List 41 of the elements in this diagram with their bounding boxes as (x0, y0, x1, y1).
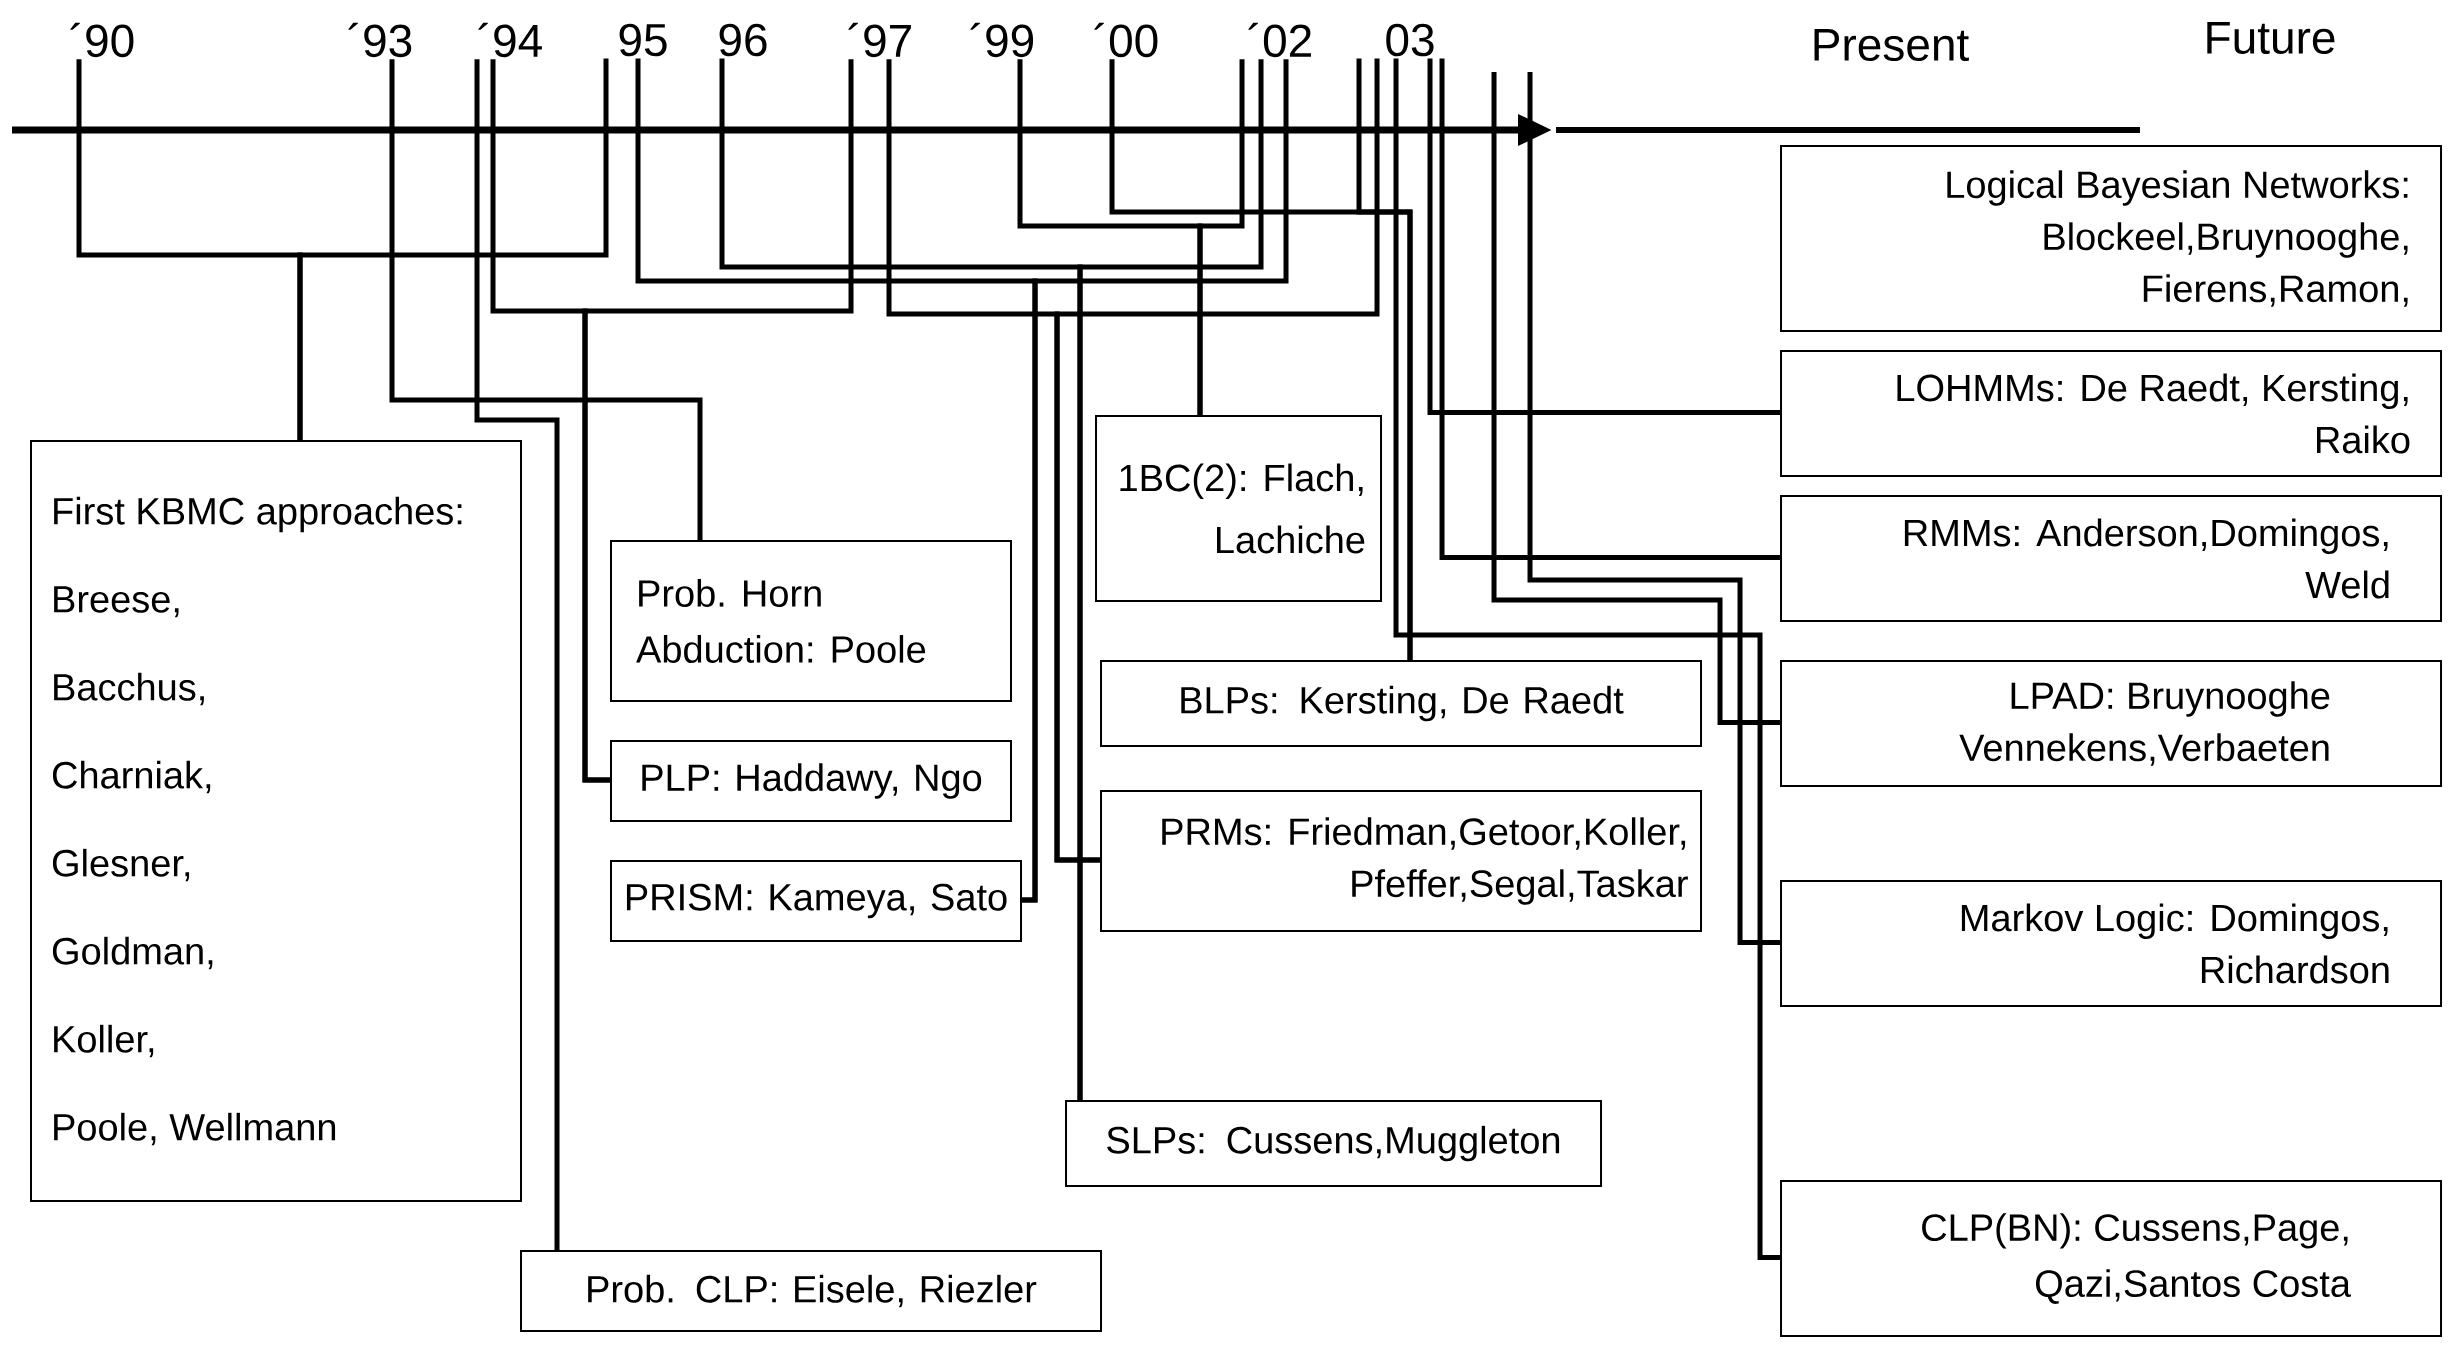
text-box: LPAD: Bruynooghe Vennekens,Verbaeten (1780, 660, 2443, 787)
year-label: ´93 (348, 22, 412, 58)
connector-line (1197, 59, 1245, 415)
connector-line (1527, 72, 1780, 945)
text-box: 1BC(2): Flach, Lachiche (1095, 415, 1382, 602)
text-box: First KBMC approaches: Breese, Bacchus, Charniak, Glesner, Goldman, Koller, Poole, Wellmann (30, 440, 522, 1202)
time-label: Present (1814, 28, 1969, 62)
year-label: ´00 (1094, 22, 1158, 58)
connector-line (1022, 59, 1289, 903)
connector-line (1393, 58, 1780, 1260)
text-box: PRMs: Friedman,Getoor,Koller, Pfeffer,Segal,Taskar (1100, 790, 1702, 932)
text-box: PLP: Haddawy, Ngo (610, 740, 1012, 822)
text-box: SLPs: Cussens,Muggleton (1065, 1100, 1602, 1187)
connector-line (1491, 72, 1780, 725)
year-label: ´97 (848, 22, 911, 58)
text-box: Prob. CLP: Eisele, Riezler (520, 1250, 1102, 1332)
text-box: Prob. Horn Abduction: Poole (610, 540, 1012, 702)
text-box: PRISM: Kameya, Sato (610, 860, 1022, 942)
year-label: 03 (1386, 23, 1434, 57)
connector-line (1439, 58, 1780, 560)
text-box: LOHMMs: De Raedt, Kersting, Raiko (1780, 350, 2443, 477)
connector-line (1077, 59, 1264, 1100)
year-label: ´99 (970, 22, 1034, 58)
connector-line (1356, 58, 1413, 660)
text-box: RMMs: Anderson,Domingos, Weld (1780, 495, 2443, 622)
text-box: Logical Bayesian Networks: Blockeel,Bruynooghe, Fierens,Ramon, (1780, 145, 2443, 332)
connector-line (1427, 58, 1780, 415)
connector-line (582, 59, 854, 783)
year-label: ´94 (478, 22, 542, 58)
text-box: BLPs: Kersting, De Raedt (1100, 660, 1702, 747)
connector-line (474, 59, 560, 1250)
connector-line (389, 59, 703, 540)
year-label: ´90 (70, 22, 134, 58)
time-label: Future (2207, 21, 2335, 55)
connector-line (297, 58, 609, 440)
year-label: ´02 (1248, 22, 1311, 58)
text-box: CLP(BN): Cussens,Page, Qazi,Santos Costa (1780, 1180, 2443, 1337)
year-label: 95 (619, 23, 667, 57)
text-box: Markov Logic: Domingos, Richardson (1780, 880, 2443, 1007)
connector-line (1054, 58, 1380, 863)
year-label: 96 (719, 23, 767, 57)
